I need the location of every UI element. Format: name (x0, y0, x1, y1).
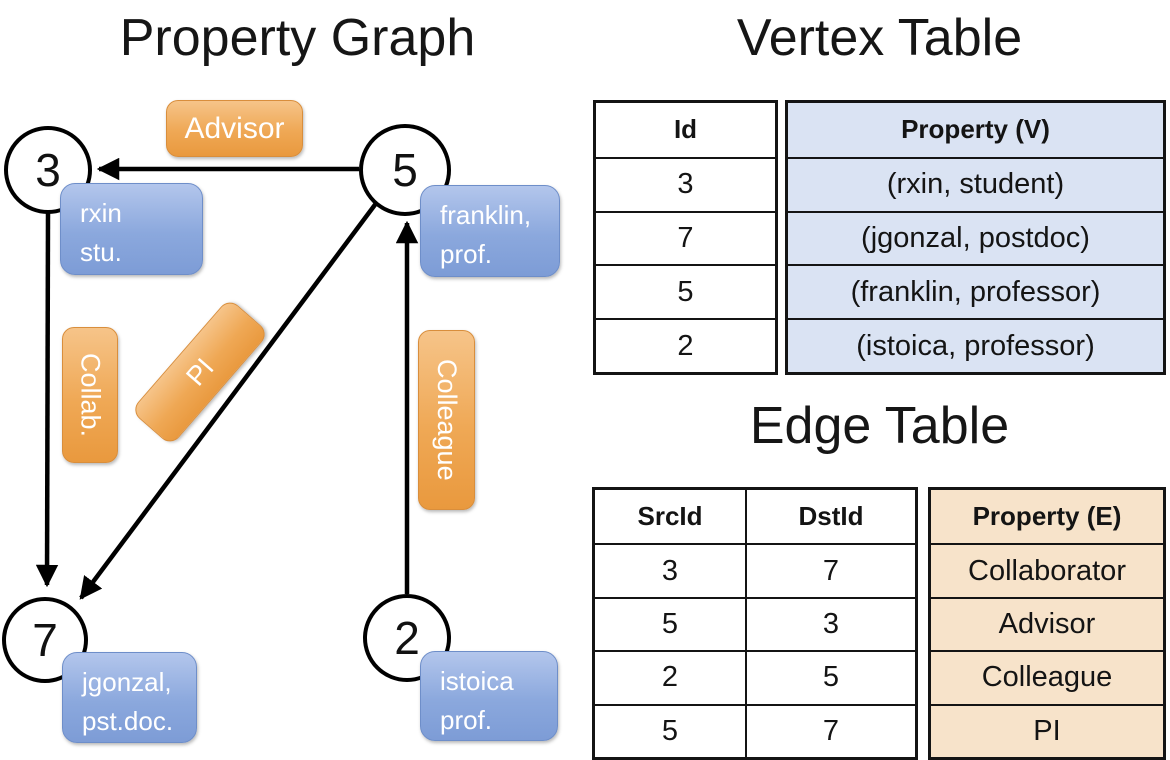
collab-edge-arrow (35, 212, 59, 588)
vertex-node-5-id: 5 (392, 144, 418, 196)
edge-label-advisor-text: Advisor (184, 111, 285, 145)
graph-edges (35, 157, 419, 600)
edge-table-header-property: Property (E) (972, 501, 1122, 532)
vertex-table-id-cell: 7 (596, 210, 775, 265)
edge-label-collab-text: Collab. (75, 352, 106, 438)
edge-table-dstid-cell: 7 (745, 703, 915, 757)
edge-table-srcid-cell: 3 (595, 543, 745, 596)
edge-label-colleague-text: Colleague (432, 359, 462, 481)
vertex-node-3-id: 3 (35, 144, 61, 196)
vertex-node-2: 2 (363, 594, 451, 682)
vertex-table-id-column: Id 3 7 5 2 (593, 100, 778, 375)
edge-label-pi-text: PI (179, 352, 220, 392)
pi-edge-arrow (79, 192, 385, 600)
property-graph-title: Property Graph (119, 9, 476, 67)
vertex-table-property-cell: (franklin, professor) (788, 264, 1163, 318)
istoica-line1: istoica (440, 666, 514, 696)
vertex-node-7-id: 7 (32, 614, 58, 666)
edge-table-srcid-cell: 2 (595, 650, 745, 703)
vertex-table-id-cell: 3 (596, 156, 775, 211)
edge-table-property-cell: Advisor (931, 596, 1163, 650)
vertex-table-property-cell: (istoica, professor) (788, 318, 1163, 372)
edge-table-property-column: Property (E) Collaborator Advisor Collea… (928, 487, 1166, 760)
vertex-node-2-id: 2 (394, 612, 420, 664)
vertex-node-5: 5 (359, 124, 451, 216)
edge-label-advisor: Advisor (166, 100, 303, 157)
edge-table-srcid-cell: 5 (595, 703, 745, 757)
edge-table-dstid-cell: 7 (745, 543, 915, 597)
edge-table-title: Edge Table (749, 397, 1010, 455)
vertex-table-property-cell: (rxin, student) (788, 156, 1163, 211)
vertex-table-property-column: Property (V) (rxin, student) (jgonzal, p… (785, 100, 1166, 375)
edge-table-header-dstid: DstId (745, 490, 915, 544)
edge-label-colleague: Colleague (418, 330, 475, 510)
rxin-line1: rxin (80, 198, 122, 228)
jgonzal-line2: pst.doc. (82, 706, 174, 736)
edge-table-property-cell: Colleague (931, 650, 1163, 703)
rxin-line2: stu. (80, 237, 122, 267)
franklin-line2: prof. (440, 239, 493, 269)
istoica-line2: prof. (440, 705, 493, 735)
vertex-table-property-cell: (jgonzal, postdoc) (788, 210, 1163, 265)
edge-label-collab: Collab. (62, 327, 118, 463)
edge-table-property-cell: Collaborator (931, 543, 1163, 596)
jgonzal-line1: jgonzal, (82, 667, 172, 697)
vertex-table-id-cell: 2 (596, 318, 775, 372)
franklin-line1: franklin, (440, 200, 532, 230)
edge-table-srcid-cell: 5 (595, 596, 745, 650)
vertex-table-id-cell: 5 (596, 264, 775, 318)
edge-table-id-columns: SrcId DstId 3 7 5 3 2 5 5 7 (592, 487, 918, 760)
vertex-property-box-franklin: franklin, prof. (420, 185, 560, 277)
vertex-table-header-id: Id (673, 114, 698, 145)
vertex-property-box-rxin: rxin stu. (60, 183, 203, 275)
vertex-table-header-property: Property (V) (901, 114, 1050, 145)
edge-table-dstid-cell: 3 (745, 596, 915, 651)
vertex-property-box-jgonzal: jgonzal, pst.doc. (62, 652, 197, 743)
edge-table-header-srcid: SrcId (637, 501, 703, 532)
vertex-table-title: Vertex Table (736, 9, 1023, 67)
vertex-property-box-istoica: istoica prof. (420, 651, 558, 741)
edge-table-dstid-cell: 5 (745, 650, 915, 704)
edge-table-property-cell: PI (931, 703, 1163, 757)
